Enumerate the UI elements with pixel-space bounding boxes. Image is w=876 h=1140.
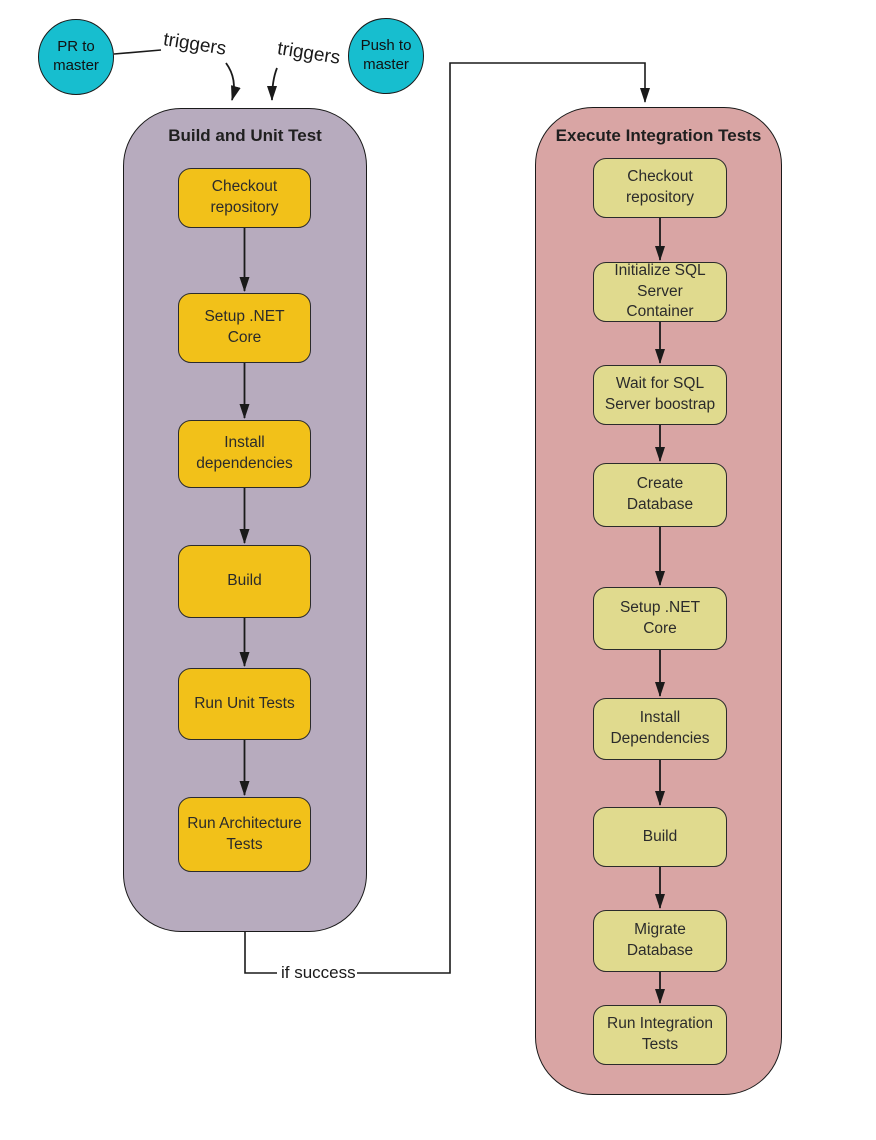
edge-if-success-start [244,932,277,974]
pipeline-integration-title: Execute Integration Tests [555,126,762,145]
integration-step-install-dependencies: Install Dependencies [593,698,727,760]
step-label: Wait for SQL Server boostrap [604,375,716,413]
step-label: Run Integration Tests [607,1015,713,1053]
edge-label-triggers-1: triggers [161,29,228,60]
step-label: Setup .NET Core [619,598,701,637]
integration-step-run-integration-tests: Run Integration Tests [593,1005,727,1065]
edge-label-triggers-2: triggers [275,38,342,69]
integration-step-build: Build [593,807,727,867]
step-label: Install Dependencies [610,709,710,747]
build-step-install-dependencies: Install dependencies [178,420,311,488]
integration-step-initialize-sql-server-container: Initialize SQL Server Container [593,262,727,322]
integration-step-checkout-repository: Checkout repository [593,158,727,218]
trigger-node-pr-label: PR to master [53,38,99,74]
step-label: Create Database [626,475,694,513]
trigger-node-pr-to-master: PR to master [38,19,114,95]
integration-step-create-database: Create Database [593,463,727,527]
step-label: Checkout repository [210,178,279,216]
step-label: Setup .NET Core [204,308,285,346]
trigger-node-push-to-master: Push to master [348,18,424,94]
build-step-setup-dotnet-core: Setup .NET Core [178,293,311,363]
edge-triggers-1-arrow [225,62,241,101]
integration-step-setup-dotnet-core: Setup .NET Core [593,587,727,650]
step-label: Checkout repository [625,168,695,206]
step-label: Install dependencies [196,434,293,472]
step-label: Build [227,572,262,590]
build-step-run-architecture-tests: Run Architecture Tests [178,797,311,872]
integration-step-wait-for-sql-server-boostrap: Wait for SQL Server boostrap [593,365,727,425]
build-step-run-unit-tests: Run Unit Tests [178,668,311,740]
step-label: Run Unit Tests [194,694,295,712]
build-step-checkout-repository: Checkout repository [178,168,311,228]
edge-pr-to-triggers [113,49,162,55]
integration-step-migrate-database: Migrate Database [593,910,727,972]
edge-triggers-2-arrow [267,67,278,101]
trigger-node-push-label: Push to master [360,37,412,73]
build-step-build: Build [178,545,311,618]
step-label: Build [642,827,678,845]
step-label: Initialize SQL Server Container [614,261,706,321]
step-label: Migrate Database [626,921,694,959]
pipeline-build-title: Build and Unit Test [168,126,322,145]
step-label: Run Architecture Tests [187,814,302,853]
edge-label-if-success: if success [281,963,356,982]
